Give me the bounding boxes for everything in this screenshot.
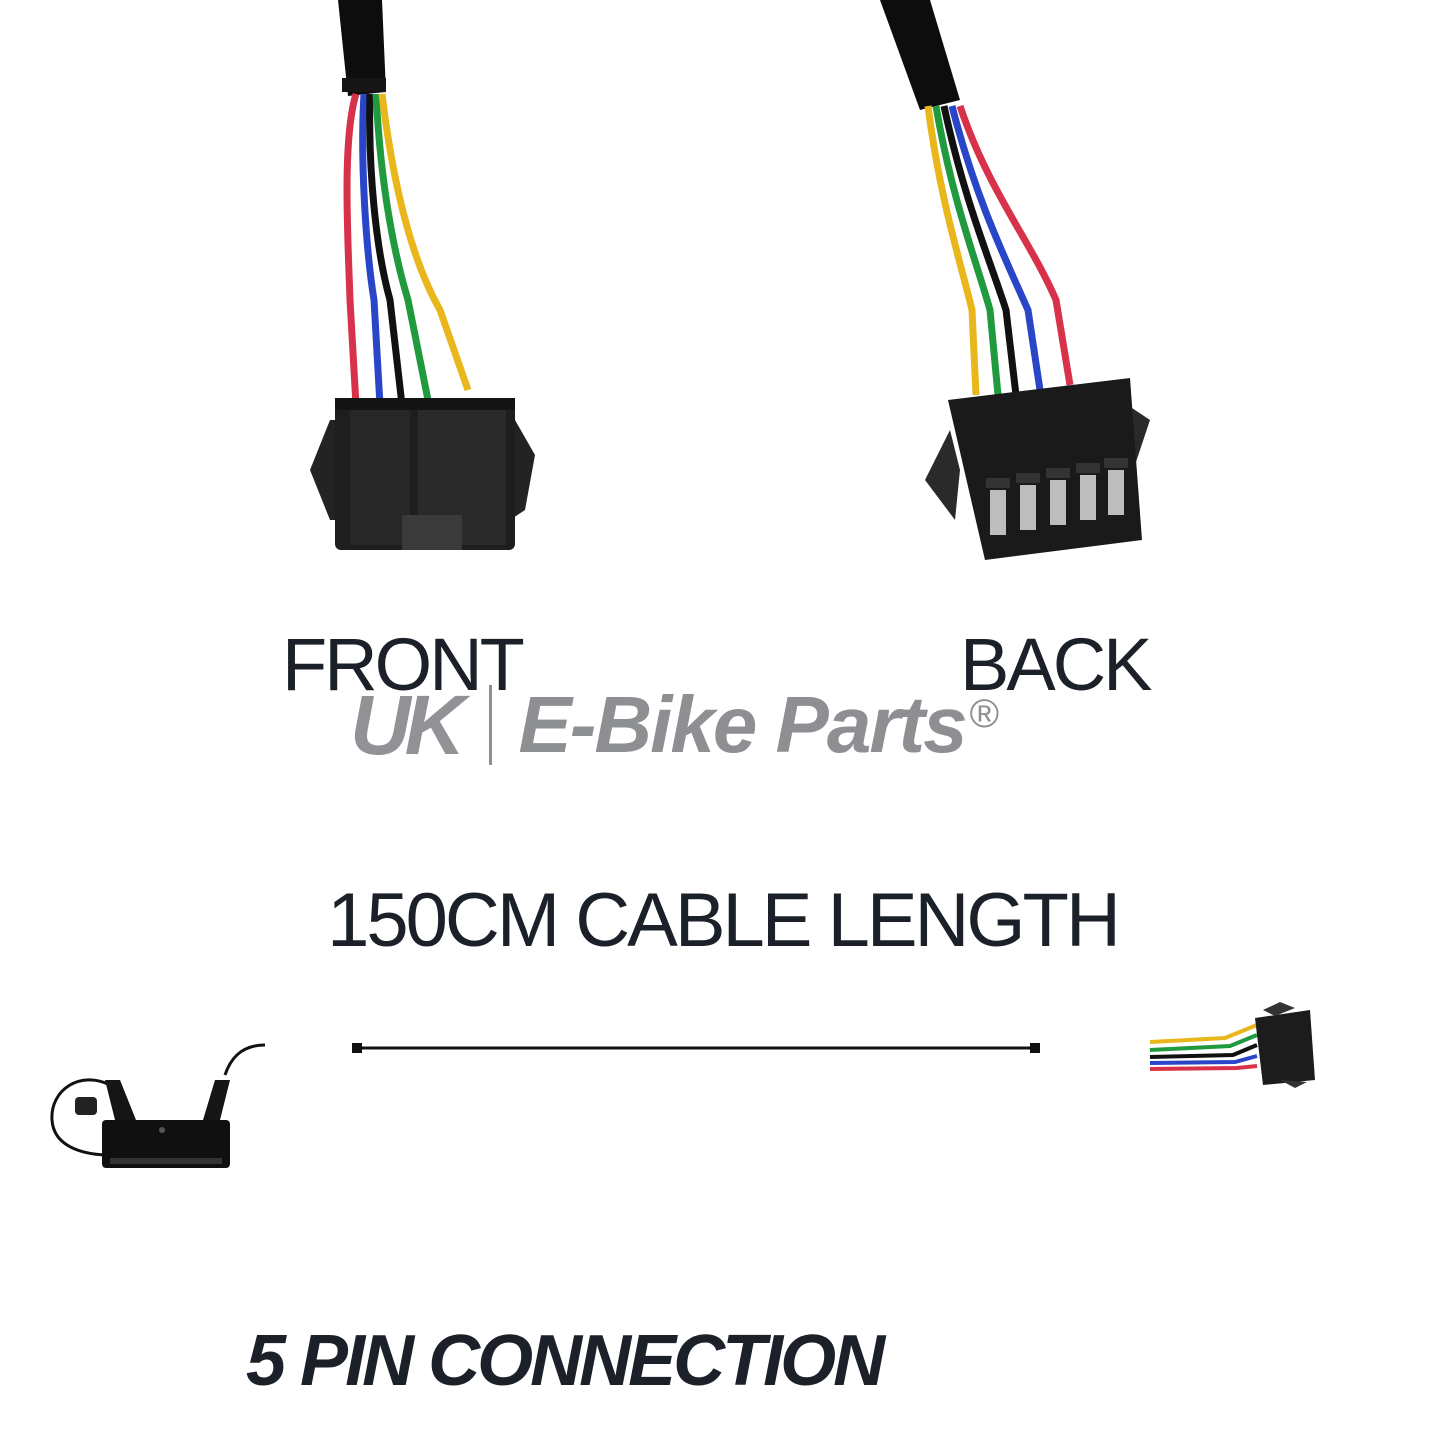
- brand-watermark: UK E-Bike Parts ®: [350, 678, 1000, 772]
- front-label: FRONT: [282, 623, 525, 706]
- display-unit-photo: [50, 1043, 266, 1168]
- watermark-brand-text: E-Bike Parts: [518, 680, 967, 769]
- front-connector-photo: [310, 0, 535, 550]
- watermark-registered-mark: ®: [969, 692, 1000, 736]
- watermark-divider: [489, 685, 493, 765]
- back-connector-photo: [880, 0, 1150, 560]
- small-connector-photo: [1149, 1002, 1315, 1088]
- watermark-uk-mark: UK: [350, 677, 465, 772]
- cable-length-line: [352, 1043, 1040, 1053]
- back-label: BACK: [960, 623, 1153, 706]
- pin-connection-label: 5 PIN CONNECTION: [246, 1321, 885, 1401]
- cable-length-label: 150CM CABLE LENGTH: [327, 878, 1121, 963]
